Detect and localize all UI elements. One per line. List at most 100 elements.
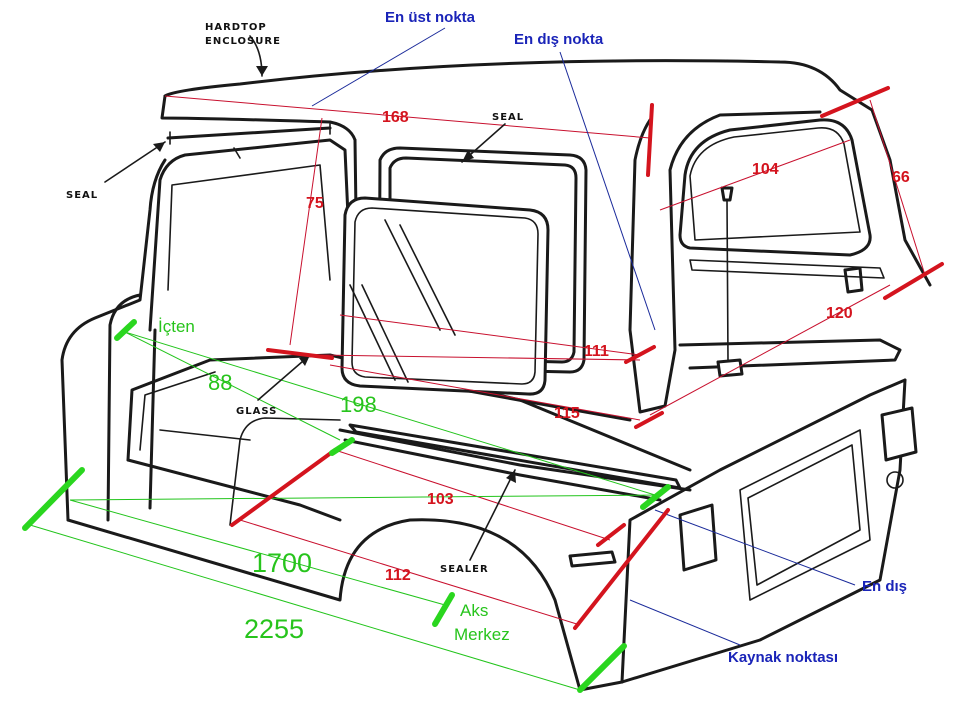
screw-head (720, 186, 734, 202)
value-168: 168 (382, 109, 409, 126)
hardtop-line-art (160, 59, 932, 422)
bed-rail-left-lower (343, 438, 662, 502)
label-axle-2: Merkez (454, 625, 510, 644)
green-label-group: İçten 88 198 1700 2255 Aks Merkez (158, 317, 510, 644)
label-outer-point: En dış nokta (514, 31, 604, 48)
label-inside: İçten (158, 317, 195, 336)
tick-115 (634, 411, 664, 429)
tick-198 (640, 484, 671, 510)
arrow-glass (299, 355, 310, 366)
pointer-sealer (469, 469, 516, 561)
label-hardtop-1: HARDTOP (205, 22, 267, 33)
glass-reflection (349, 219, 456, 383)
value-2255: 2255 (244, 614, 304, 644)
bed-rail-left (338, 428, 692, 492)
line-75 (289, 117, 323, 346)
line-103 (334, 449, 611, 541)
arrow-seal-left (153, 142, 165, 152)
part-pointers (104, 35, 516, 561)
left-seal-ends (169, 123, 331, 145)
value-198: 198 (340, 392, 377, 417)
pointer-seal-left (104, 141, 166, 183)
value-103: 103 (427, 491, 454, 508)
pointer-outer (559, 51, 656, 331)
bed-floor-line (139, 371, 216, 451)
value-75: 75 (306, 195, 324, 212)
tick-103-left (230, 448, 337, 527)
left-seal-strip (166, 126, 332, 140)
value-88: 88 (208, 370, 232, 395)
green-ticks (22, 319, 671, 693)
rear-glass-outer (340, 196, 550, 396)
value-1700: 1700 (252, 548, 312, 578)
tail-light-right (880, 406, 918, 462)
value-120: 120 (826, 305, 853, 322)
rear-glass-inner (351, 207, 539, 385)
window-channel (689, 259, 885, 279)
nut-plate (716, 358, 744, 378)
tick-111 (624, 345, 656, 364)
line-115 (329, 364, 641, 421)
label-top-point: En üst nokta (385, 9, 476, 26)
bed-inner-curve (229, 417, 341, 526)
roof-front-edge (160, 94, 357, 142)
value-112: 112 (385, 567, 411, 584)
pointer-top (311, 27, 446, 107)
pointer-weld (629, 599, 741, 646)
label-seal-left: SEAL (66, 190, 98, 201)
tailgate-inner (747, 444, 861, 586)
vehicle-body-line-art (60, 138, 918, 692)
label-glass: GLASS (236, 406, 277, 417)
line-66 (869, 99, 926, 276)
line-111b (339, 314, 641, 356)
pointer-glass (257, 354, 311, 401)
value-115: 115 (554, 405, 580, 422)
bed-floor-edge (126, 458, 342, 522)
arrow-hardtop (256, 66, 268, 76)
line-1700-top (69, 494, 661, 501)
tick-66-top (820, 86, 890, 118)
green-measure-lines (29, 331, 661, 691)
bed-floor-rib (159, 429, 251, 441)
tick-inside (114, 319, 137, 341)
bed-rail-right (678, 338, 902, 370)
side-handle (568, 550, 617, 568)
inner-post (148, 328, 157, 510)
line-120 (649, 284, 891, 416)
blue-label-group: En üst nokta En dış nokta En dış Kaynak … (385, 9, 907, 666)
side-window-glass (689, 127, 861, 241)
line-1700 (69, 499, 446, 606)
value-104: 104 (752, 161, 779, 178)
line-2255 (29, 524, 581, 691)
bed-inner-wall (126, 353, 692, 472)
tick-75 (266, 348, 334, 360)
line-198 (124, 331, 656, 496)
roof-top-edge (163, 59, 874, 112)
line-112 (239, 519, 581, 626)
tick-168 (646, 103, 654, 177)
label-hardtop-2: ENCLOSURE (205, 36, 281, 47)
reflector (886, 471, 904, 489)
arrow-seal-center (462, 150, 474, 162)
tick-2255-right (577, 643, 627, 693)
sealer-strip (348, 423, 682, 490)
red-ticks (230, 86, 944, 630)
blue-annotation-lines (311, 27, 856, 646)
screw-shank (233, 147, 729, 361)
inner-fender (106, 293, 142, 522)
tail-light-left (678, 503, 718, 572)
line-168 (164, 95, 651, 139)
value-111: 111 (584, 343, 609, 360)
line-88 (124, 331, 341, 441)
tick-103-right (596, 523, 626, 547)
label-outermost: En dış (862, 578, 907, 595)
line-104 (659, 139, 851, 211)
label-sealer: SEALER (440, 564, 489, 575)
red-label-group: 168 75 104 66 120 111 115 103 112 (306, 109, 910, 584)
pointer-outermost (654, 509, 856, 586)
door-frame (148, 138, 352, 332)
door-glass-frame (167, 164, 331, 291)
tick-2255-left (22, 467, 85, 531)
